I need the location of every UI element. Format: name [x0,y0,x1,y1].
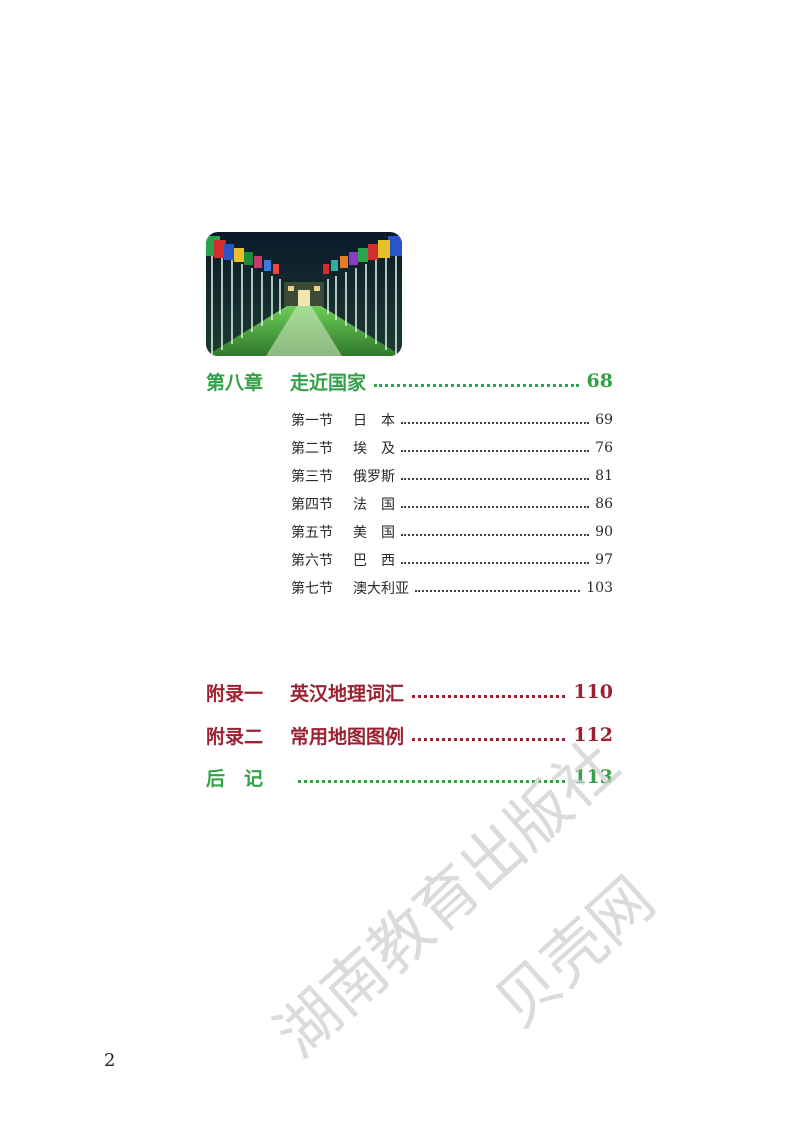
section-label: 第七节 [291,581,333,597]
section-leader-dots [401,562,590,564]
toc-section-row[interactable]: 第一节 日 本 69 [291,409,613,431]
appendix-leader-dots [412,737,566,741]
section-page-number: 69 [595,412,613,428]
toc-appendix-row[interactable]: 后 记 113 [206,762,613,792]
toc-section-row[interactable]: 第二节 埃 及 76 [291,437,613,459]
section-page-number: 76 [595,440,613,456]
afterword-leader-dots [298,779,566,783]
section-title: 俄罗斯 [353,469,395,485]
section-title: 澳大利亚 [353,581,409,597]
afterword-page-number: 113 [573,766,613,788]
afterword-label: 后 记 [206,767,264,790]
appendix-page-number: 110 [573,681,613,703]
section-label: 第三节 [291,469,333,485]
section-page-number: 103 [586,580,613,596]
section-label: 第一节 [291,413,333,429]
chapter-title: 走近国家 [290,371,367,394]
section-label: 第六节 [291,553,333,569]
section-title: 巴 西 [353,553,395,569]
chapter-page-number: 68 [586,370,613,392]
section-leader-dots [415,590,581,592]
section-page-number: 81 [595,468,613,484]
appendix-leader-dots [412,694,566,698]
section-title: 埃 及 [353,441,395,457]
section-leader-dots [401,450,590,452]
chapter-label: 第八章 [206,371,264,394]
toc-appendix-row[interactable]: 附录二 常用地图图例 112 [206,720,613,750]
chapter-heading[interactable]: 第八章 走近国家 68 [206,366,613,396]
section-page-number: 90 [595,524,613,540]
section-title: 法 国 [353,497,395,513]
flag-avenue-image [206,232,402,356]
appendix-page-number: 112 [573,724,613,746]
section-leader-dots [401,534,590,536]
section-label: 第二节 [291,441,333,457]
section-page-number: 86 [595,496,613,512]
section-label: 第五节 [291,525,333,541]
section-page-number: 97 [595,552,613,568]
toc-appendix-row[interactable]: 附录一 英汉地理词汇 110 [206,677,613,707]
appendix-label: 附录一 [206,682,264,705]
appendix-label: 附录二 [206,725,264,748]
toc-section-row[interactable]: 第七节 澳大利亚 103 [291,577,613,599]
toc-section-row[interactable]: 第三节 俄罗斯 81 [291,465,613,487]
chapter-leader-dots [374,383,579,387]
section-leader-dots [401,478,590,480]
chapter-photo [206,232,402,356]
toc-section-row[interactable]: 第六节 巴 西 97 [291,549,613,571]
section-title: 美 国 [353,525,395,541]
toc-section-row[interactable]: 第五节 美 国 90 [291,521,613,543]
appendix-title: 常用地图图例 [290,725,405,748]
section-label: 第四节 [291,497,333,513]
toc-section-row[interactable]: 第四节 法 国 86 [291,493,613,515]
section-leader-dots [401,422,590,424]
appendix-title: 英汉地理词汇 [290,682,405,705]
watermark-line-2: 贝壳网 [481,862,668,1041]
section-title: 日 本 [353,413,395,429]
page-number: 2 [104,1050,116,1071]
section-leader-dots [401,506,590,508]
